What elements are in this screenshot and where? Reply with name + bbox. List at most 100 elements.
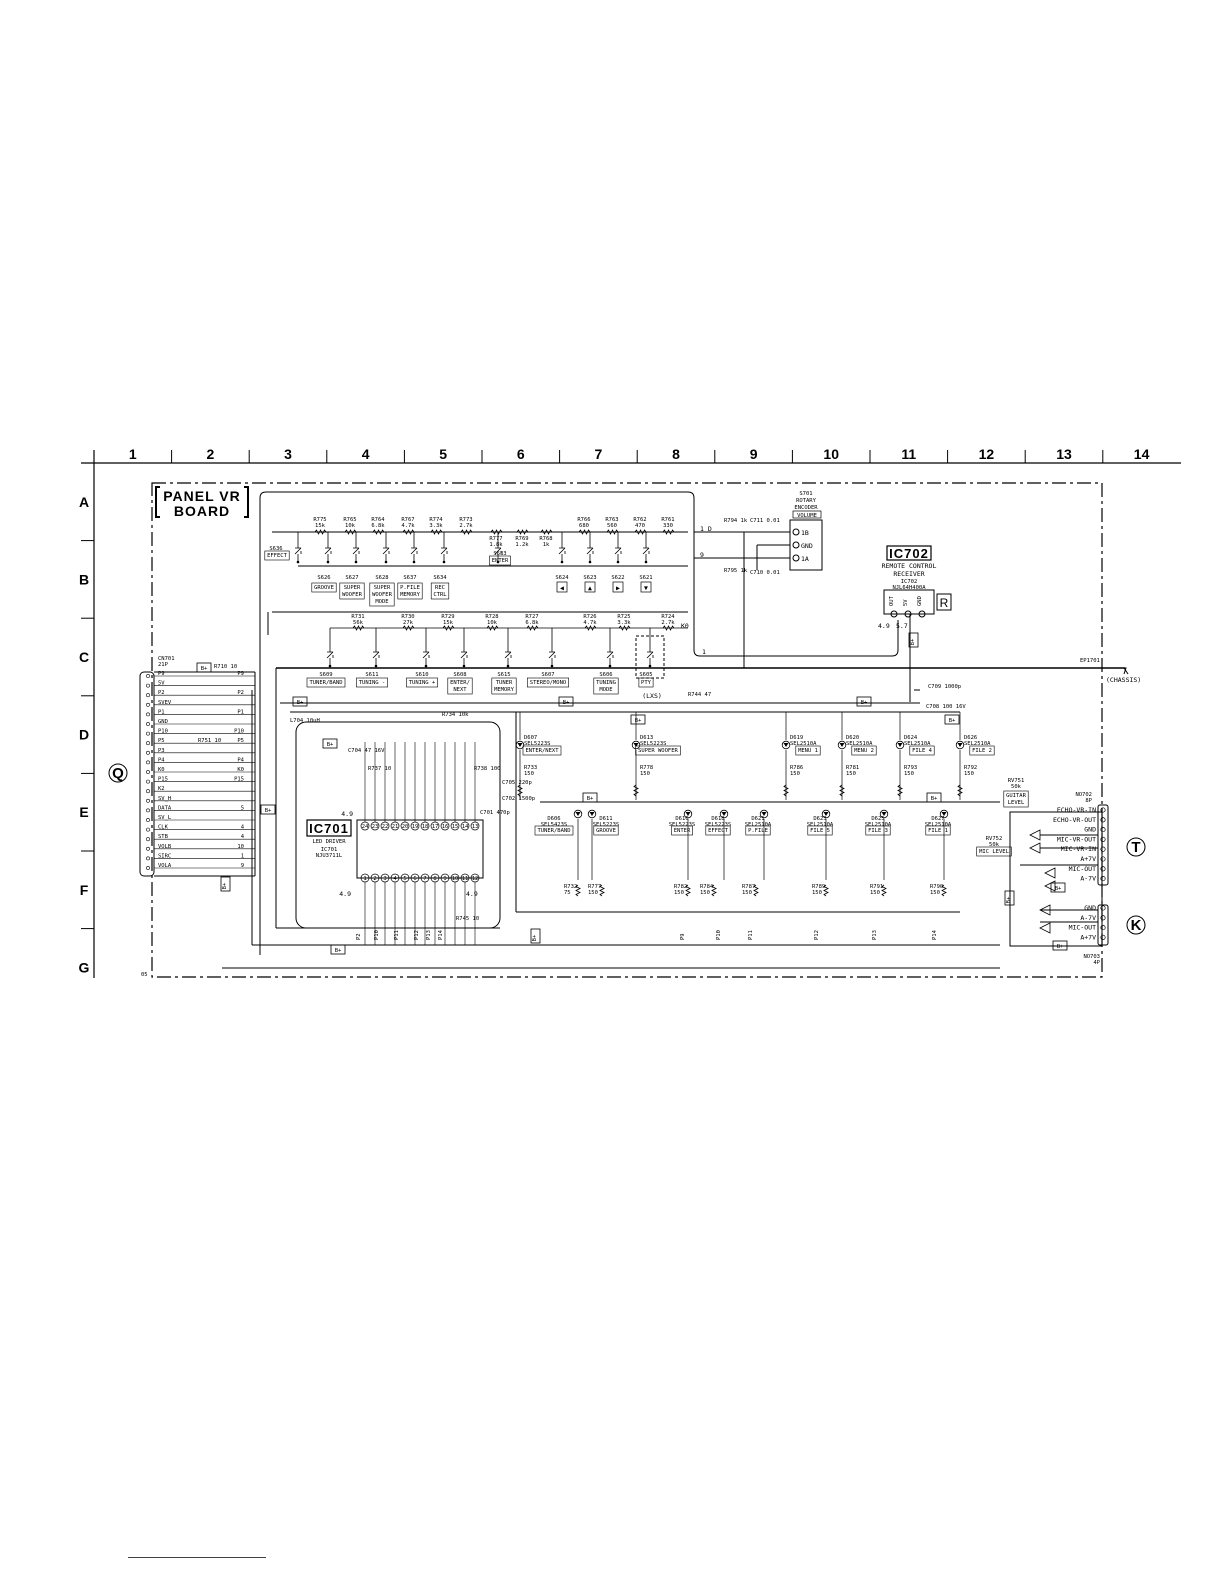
switch-ref: S636 [269, 546, 282, 552]
encoder-label: VOLUME [797, 513, 817, 519]
led-ref: D620 [846, 735, 859, 741]
connector-q-signal: SV_L [158, 815, 172, 821]
resistor-ref: R725 [617, 614, 630, 620]
board-outline [151, 482, 1103, 978]
led-d-body [515, 740, 525, 750]
ic701-pin-number: 3 [383, 876, 386, 882]
connector-q-net: 4 [241, 834, 245, 840]
encoder-pin-1a: 1A [801, 555, 809, 563]
bplus-label: B+ [222, 882, 228, 889]
opamp-symbol [1029, 829, 1041, 841]
switch-label-text-0: SUPER [344, 585, 361, 591]
resistor-symbol [578, 529, 591, 535]
ic701-pin-number: 9 [443, 876, 446, 882]
switch-ref: S609 [319, 672, 332, 678]
switch-c-contact [548, 651, 556, 659]
bplus-label: B+ [265, 808, 272, 814]
switch-b-node [412, 560, 416, 564]
bplus-box [322, 738, 338, 749]
led-d-arrow [957, 743, 963, 747]
grid-row-label: F [80, 882, 89, 898]
ic701-title-box [306, 819, 352, 837]
led-ref: D625 [871, 816, 884, 822]
switch-b-contact [642, 547, 650, 555]
led-e-body [683, 809, 693, 819]
led-label-box [909, 745, 935, 756]
ic701-pin-number: 22 [382, 824, 389, 830]
resistor-value: 15k [443, 620, 454, 626]
led-label-box [705, 825, 731, 836]
grid-column-label: 10 [823, 446, 839, 462]
connector-t-pin [1100, 827, 1106, 833]
led-part: SEL5223S [593, 822, 620, 828]
led-ref: D607 [524, 735, 537, 741]
bplus-box [196, 662, 212, 673]
connector-q-pin [146, 827, 150, 832]
ic701-pin-number: 7 [423, 876, 426, 882]
bplus-label: B+ [327, 742, 334, 748]
bplus-label: B+ [297, 700, 304, 706]
connector-k-signal: A-7V [1080, 914, 1096, 922]
resistor-ref: R767 [401, 517, 414, 523]
connector-q-net: 1 [241, 853, 244, 859]
resistor-value: 150 [700, 890, 710, 896]
led-label-box [671, 825, 693, 836]
led-label-box [522, 745, 562, 756]
mic-label-text-0: MIC LEVEL [979, 849, 1009, 855]
connector-t-pin [1100, 876, 1106, 882]
connector-q-pin [146, 722, 150, 726]
switch-label-box [369, 582, 395, 607]
resistor-value: 75 [564, 890, 571, 896]
resistor-row-top: R77515kR76510kR7646.8kR7674.7kR7743.3kR7… [313, 517, 674, 548]
led-d-arrow [517, 743, 523, 747]
bplus-label: B+ [532, 934, 538, 941]
ic701-pin-number: 5 [403, 876, 406, 882]
connector-q-badge [108, 763, 128, 783]
arrow-key-glyph: ▶ [616, 584, 620, 592]
switch-c-contact [460, 651, 468, 659]
board-title-line1: PANEL VR [163, 488, 241, 504]
switch-c-node [328, 664, 332, 668]
led-e-arrow [589, 812, 595, 816]
switch-b-node [644, 560, 648, 564]
resistor-value: 2.7k [661, 620, 675, 626]
switch-label-box [489, 555, 511, 566]
connector-q-net: P10 [234, 729, 244, 735]
switch-ref: S615 [497, 672, 510, 678]
connector-q-signal: SIRC [158, 853, 171, 859]
connector-q-signal: P1 [158, 709, 165, 715]
switch-label-text-1: NEXT [453, 687, 467, 693]
led-label-text-0: EFFECT [708, 828, 729, 834]
led-d-arrow [897, 743, 903, 747]
resistor-value: 1.8k [489, 542, 503, 548]
resistor-value: 150 [930, 890, 940, 896]
bplus-label: B+ [910, 638, 916, 645]
ic701-pin-number: 1 [363, 876, 366, 882]
net-c702: C702 1500p [502, 796, 535, 802]
led-ref: D611 [599, 816, 612, 822]
bplus-box [856, 696, 872, 707]
connector-q-pin [146, 856, 150, 861]
led-part: SEL2510A [925, 822, 952, 828]
led-label-text-0: SUPER WOOFER [638, 748, 678, 754]
grid-frame [81, 450, 1181, 978]
net-r795: R795 1k [724, 568, 748, 574]
resistor-value: 150 [524, 771, 534, 777]
resistor-ref: R726 [583, 614, 596, 620]
led-part: SEL2510A [865, 822, 892, 828]
resistor-symbol [460, 529, 473, 535]
ic701-pin-number: 10 [452, 876, 459, 882]
resistor-ref: R765 [343, 517, 356, 523]
resistor-ref: R732 [564, 884, 577, 890]
switch-label-box [311, 582, 337, 593]
grid-column-label: 7 [595, 446, 603, 462]
ic701-pin-number: 13 [472, 824, 479, 830]
connector-q-pin [146, 674, 150, 678]
led-label-text-0: FILE 2 [972, 748, 992, 754]
switch-c-contact [504, 651, 512, 659]
bplus-marks: B+B+B+B+B+B+B+B+B+B+B+B+B+B+B+B+B+ [196, 632, 1068, 955]
ic701-pin-number: 16 [442, 824, 449, 830]
connector-k-badge [1126, 915, 1146, 935]
connector-t-signal: A-7V [1080, 875, 1096, 883]
